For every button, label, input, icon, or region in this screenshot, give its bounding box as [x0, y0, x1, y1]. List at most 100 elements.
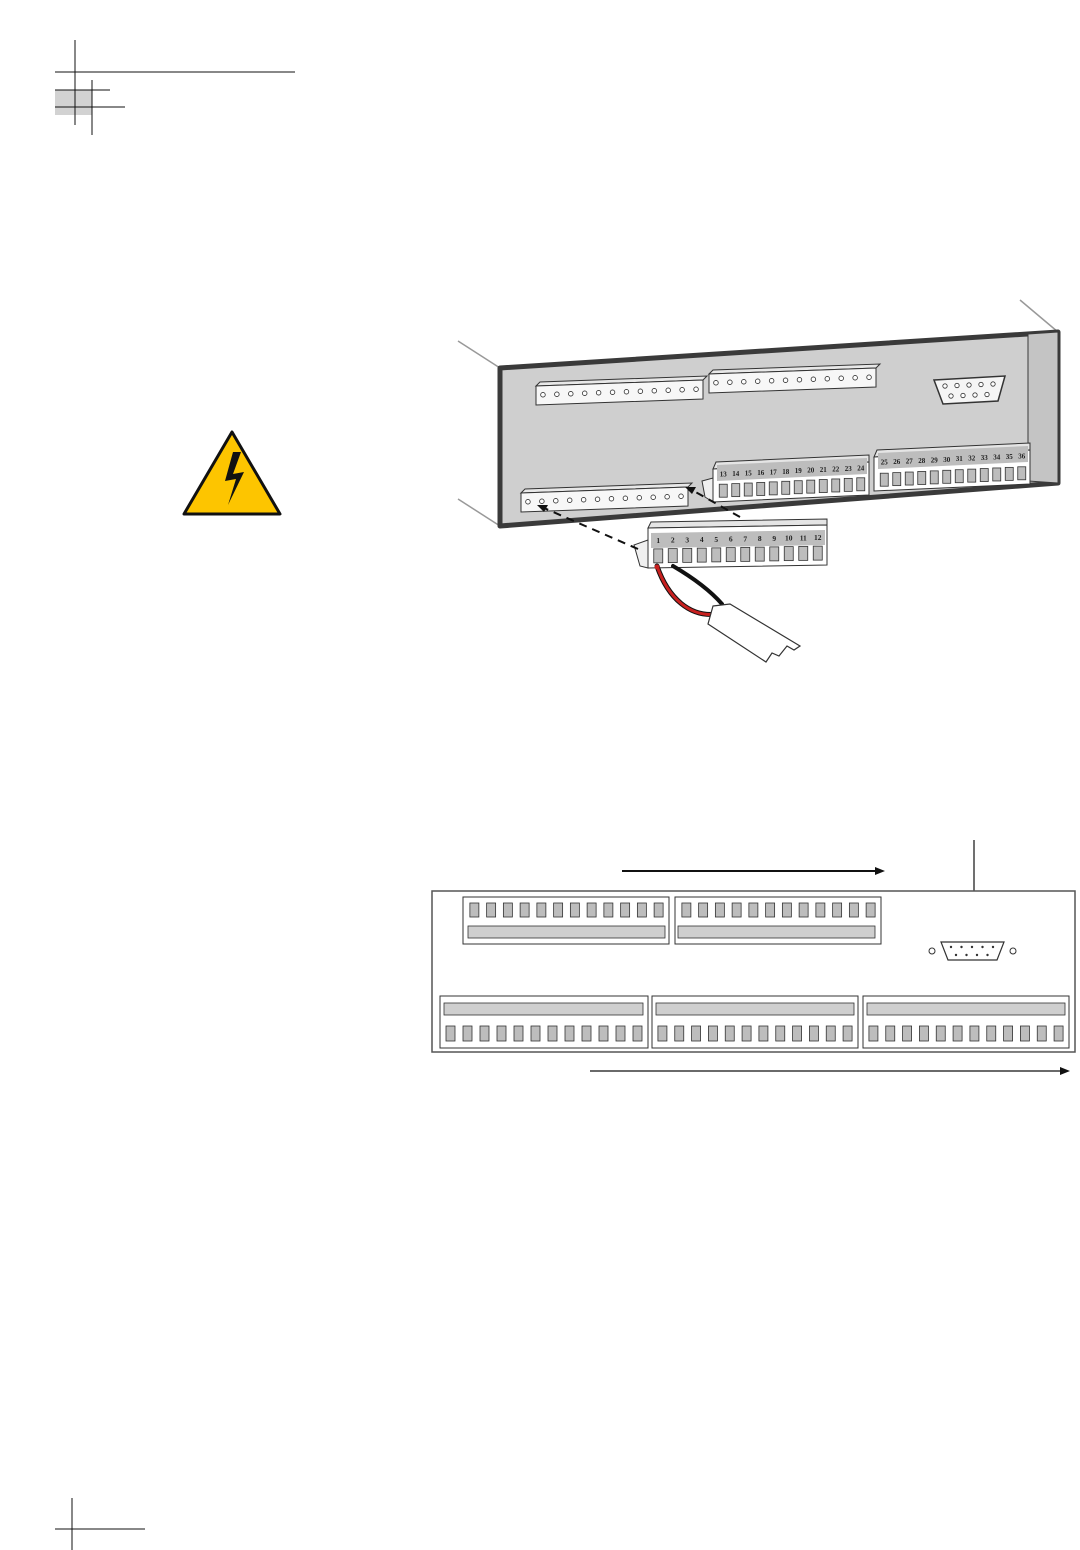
terminal-number: 17 — [770, 468, 778, 476]
terminal-pin — [856, 477, 866, 492]
terminal-pin — [741, 1025, 752, 1042]
terminal-number: 6 — [729, 535, 733, 544]
terminal-pin — [781, 902, 792, 918]
screw-contact — [838, 375, 844, 381]
terminal-pin — [1017, 466, 1027, 481]
high-voltage-warning-icon — [182, 430, 282, 516]
screw-contact — [650, 494, 656, 500]
terminal-number: 15 — [745, 470, 753, 478]
screw-contact — [608, 496, 615, 502]
terminal-number: 18 — [782, 468, 790, 476]
db9-pin — [972, 392, 978, 398]
terminal-pin — [904, 471, 914, 486]
screw-contact — [810, 376, 817, 382]
terminal-pin — [711, 547, 722, 563]
screw-contact — [741, 379, 747, 385]
terminal-pin — [769, 546, 780, 562]
terminal-pin — [632, 1025, 643, 1042]
db9-pin — [990, 381, 996, 387]
terminal-pin — [519, 902, 530, 918]
screw-contact — [636, 495, 642, 501]
terminal-pin — [740, 546, 751, 562]
screw-contact — [768, 378, 775, 384]
terminal-number: 12 — [814, 533, 822, 542]
screw-contact — [637, 388, 644, 394]
terminal-pin — [775, 1025, 786, 1042]
crop-marks-top — [55, 40, 295, 135]
terminal-pin — [919, 1025, 929, 1042]
terminal-pin — [783, 546, 794, 562]
insertion-arrows — [537, 487, 741, 550]
screw-contact — [665, 387, 671, 393]
db9-pin — [978, 381, 984, 388]
terminal-pin — [892, 472, 902, 487]
terminal-number: 19 — [795, 467, 803, 475]
terminal-number: 8 — [758, 534, 762, 543]
terminal-pin — [831, 478, 841, 493]
terminal-pin — [954, 469, 964, 484]
terminal-pin — [942, 469, 952, 484]
terminal-pin — [615, 1025, 626, 1042]
db9-pin — [970, 945, 974, 949]
terminal-pin — [806, 479, 816, 494]
screw-contact — [796, 377, 803, 383]
db9-pin — [954, 382, 960, 389]
terminal-number: 16 — [757, 469, 765, 477]
terminal-pin — [825, 1025, 836, 1042]
terminal-number: 9 — [772, 534, 776, 543]
terminal-pin — [731, 483, 741, 498]
screw-contact — [554, 391, 560, 397]
screw-contact — [567, 497, 573, 503]
terminal-pin — [902, 1025, 912, 1042]
terminal-pin — [445, 1025, 456, 1042]
terminal-pin — [1020, 1025, 1030, 1042]
terminal-pin — [798, 545, 809, 561]
terminal-pin — [581, 1025, 592, 1042]
db9-pin — [991, 945, 995, 949]
terminal-number: 32 — [968, 455, 976, 463]
terminal-pin — [815, 902, 826, 918]
screw-contact — [713, 380, 719, 386]
terminal-pin — [832, 902, 843, 918]
terminal-pin — [917, 471, 927, 485]
terminal-number: 24 — [857, 464, 865, 472]
terminal-pin — [667, 548, 678, 564]
terminal-pin — [486, 902, 497, 918]
terminal-number: 11 — [800, 533, 807, 542]
terminal-pin — [743, 482, 753, 497]
terminal-number: 36 — [1018, 452, 1026, 460]
terminal-number: 20 — [807, 467, 815, 475]
terminal-pin — [843, 477, 853, 492]
terminal-pin — [636, 902, 647, 918]
db9-pin — [975, 953, 979, 957]
terminal-number: 5 — [714, 535, 718, 544]
terminal-pin — [885, 1025, 896, 1042]
db9-connector-3d — [932, 375, 1007, 405]
terminal-number: 35 — [1006, 453, 1014, 461]
screw-contact — [539, 498, 545, 504]
terminal-number: 28 — [918, 457, 926, 465]
terminal-pin — [1036, 1025, 1047, 1042]
db9-pin — [966, 382, 972, 388]
db9-pin — [954, 953, 958, 957]
lower-receptacle-strip — [519, 482, 694, 513]
screw-contact — [852, 375, 858, 381]
upper-connector-strip-right — [707, 363, 882, 394]
terminal-pin — [502, 902, 513, 918]
terminal-number: 34 — [993, 453, 1001, 461]
terminal-pin — [967, 468, 977, 483]
db9-pin — [942, 383, 948, 389]
screw-contact — [553, 498, 559, 504]
db9-pin — [960, 392, 966, 399]
terminal-pin — [620, 902, 631, 918]
terminal-pin — [969, 1025, 980, 1042]
terminal-pin — [781, 480, 791, 495]
terminal-pin — [536, 902, 547, 918]
terminal-pin — [818, 479, 828, 493]
screw-contact — [594, 496, 601, 502]
terminal-pin — [691, 1025, 701, 1042]
terminal-pin — [530, 1025, 541, 1042]
terminal-pin — [513, 1025, 524, 1042]
